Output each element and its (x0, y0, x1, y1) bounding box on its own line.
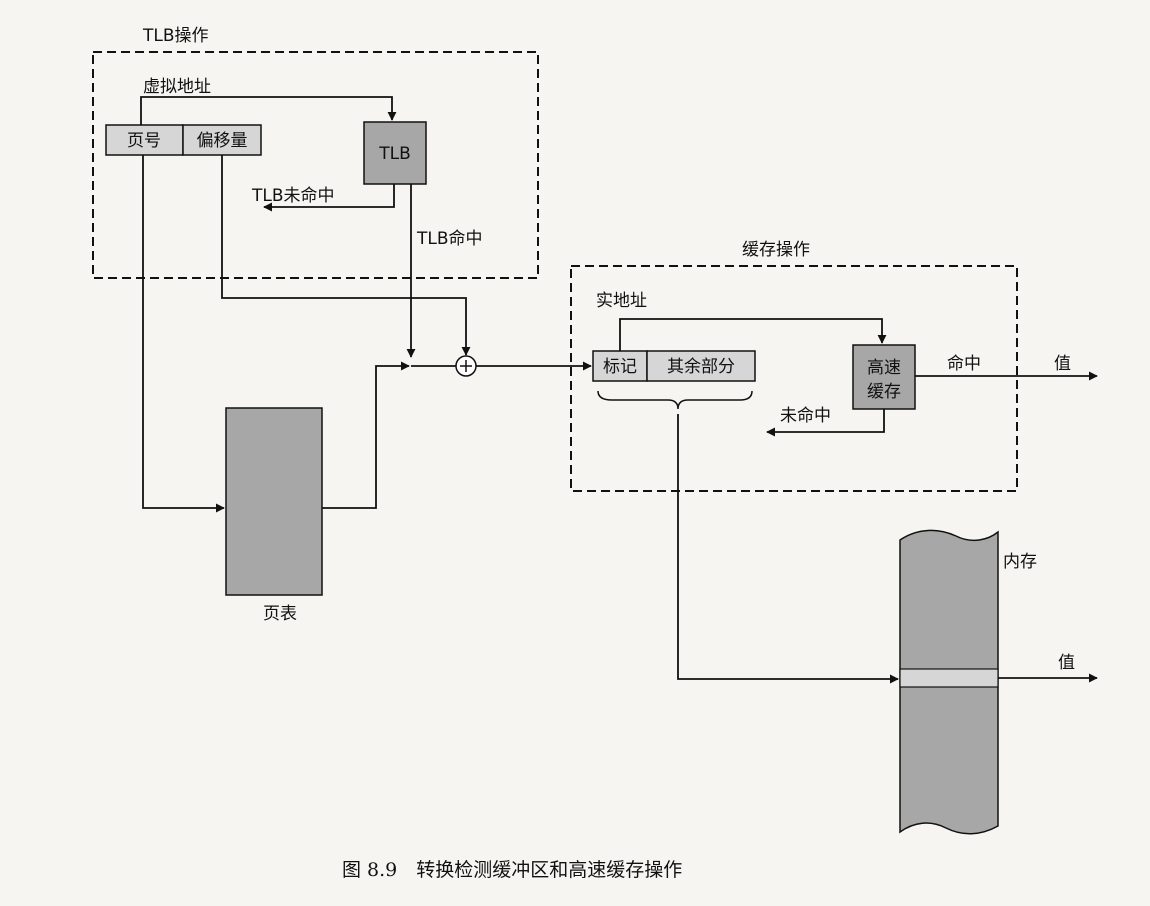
cache-hit-label: 命中 (947, 354, 981, 374)
real-address-label: 实地址 (596, 291, 647, 311)
tlb-box-label: TLB (378, 144, 411, 164)
figure-caption: 图 8.9 转换检测缓冲区和高速缓存操作 (342, 859, 682, 881)
remainder-field (646, 350, 756, 382)
page-table-label: 页表 (263, 604, 297, 624)
page-number-to-page-table-arrow (142, 155, 225, 513)
cache-value-label: 值 (1054, 354, 1071, 374)
tag-label: 标记 (603, 357, 637, 377)
page-table-to-adder-arrow (322, 361, 410, 509)
main-memory-label: 内存 (1003, 552, 1037, 572)
tlb-operation-title: TLB操作 (142, 26, 209, 46)
tlb-miss-arrow (263, 184, 395, 212)
cache-box-label-line1: 高速 (867, 358, 901, 378)
cache-operation-title: 缓存操作 (742, 240, 810, 260)
address-brace (597, 390, 753, 410)
virtual-address-to-tlb-arrow (140, 96, 397, 125)
tag-to-cache-arrow (619, 318, 887, 351)
offset-label: 偏移量 (197, 131, 248, 151)
cache-miss-arrow (766, 409, 885, 437)
page-table-box (225, 407, 323, 596)
tlb-box (363, 121, 427, 185)
page-number-label: 页号 (127, 131, 161, 151)
address-to-memory-arrow (677, 414, 899, 684)
offset-to-adder-arrow (221, 155, 471, 356)
adder-plus (460, 360, 472, 372)
remainder-label: 其余部分 (667, 357, 735, 377)
tlb-miss-label: TLB未命中 (251, 186, 335, 206)
page-number-field (105, 124, 184, 156)
cache-miss-label: 未命中 (780, 406, 831, 426)
tag-field (592, 350, 648, 382)
tlb-hit-label: TLB命中 (416, 229, 483, 249)
memory-value-label: 值 (1058, 653, 1075, 673)
cache-box-label-line2: 缓存 (867, 382, 901, 402)
memory-selected-line (899, 668, 999, 688)
virtual-address-label: 虚拟地址 (143, 77, 211, 97)
